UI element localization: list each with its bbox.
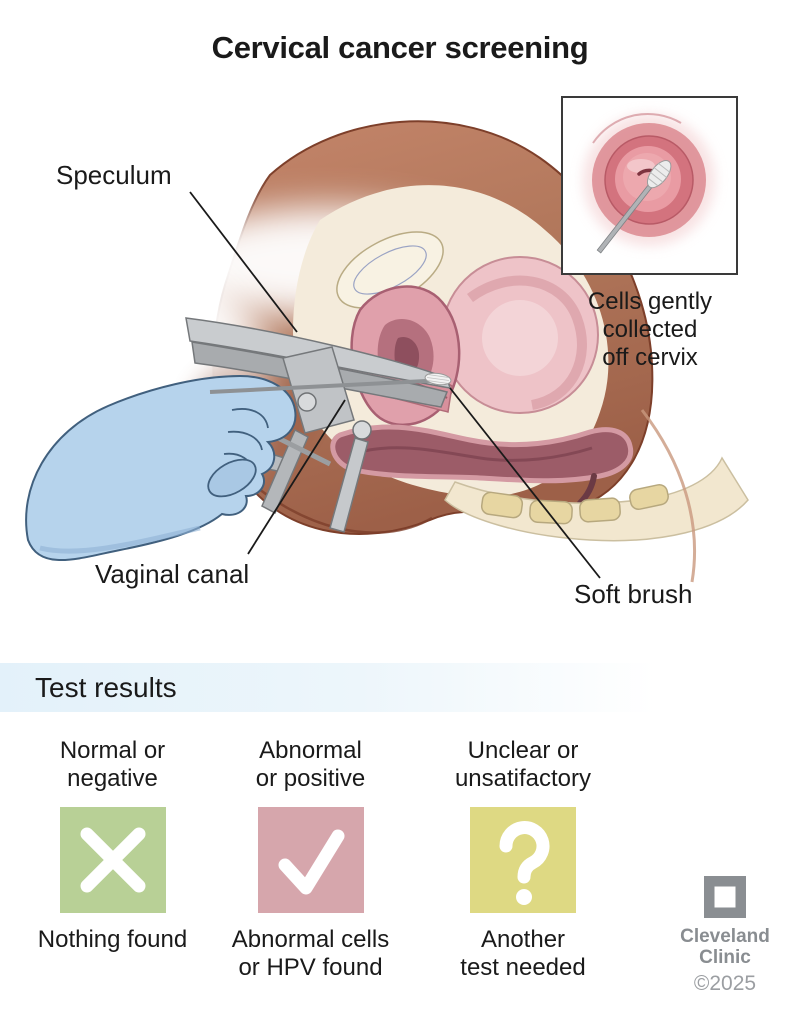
result-column-unclear: Unclear or unsatifactory Another test ne…	[420, 737, 626, 982]
gloved-hand	[25, 372, 452, 562]
copyright-text: ©2025	[693, 972, 757, 995]
page-title: Cervical cancer screening	[211, 30, 589, 65]
rectum	[330, 424, 634, 506]
question-mark-icon	[499, 821, 550, 905]
x-mark-icon	[80, 827, 145, 893]
result-caption: Another test needed	[460, 926, 586, 981]
sacrum-spine	[444, 456, 749, 542]
result-caption: Nothing found	[37, 926, 188, 953]
vaginal-canal-label: Vaginal canal	[95, 559, 250, 589]
brand-name: Cleveland Clinic	[680, 926, 770, 968]
test-results-heading: Test results	[35, 672, 177, 703]
inset-caption-line: Cells gently	[587, 288, 713, 315]
check-mark-icon	[278, 829, 344, 895]
pubic-bone	[336, 231, 444, 309]
cervix-inset-box	[561, 96, 738, 275]
normal-result-box	[59, 807, 166, 913]
cleveland-clinic-logo-icon	[704, 876, 746, 918]
anatomy-illustration	[0, 120, 800, 640]
result-caption: Abnormal cells or HPV found	[231, 926, 390, 981]
test-results-band: Test results	[0, 663, 800, 712]
result-title: Normal or negative	[59, 737, 166, 792]
unclear-result-box	[470, 807, 576, 913]
abnormal-result-box	[257, 807, 364, 913]
cervix-closeup	[583, 112, 715, 254]
inset-caption: Cells gently collected off cervix	[555, 288, 745, 372]
inset-brush	[596, 160, 672, 254]
back-contour	[640, 409, 696, 583]
result-title: Abnormal or positive	[255, 737, 366, 792]
result-title: Unclear or unsatifactory	[454, 737, 592, 792]
soft-brush-tip	[424, 372, 452, 386]
result-column-abnormal: Abnormal or positive Abnormal cells or H…	[213, 737, 408, 982]
brush-handle	[209, 378, 447, 394]
result-column-normal: Normal or negative Nothing found	[15, 737, 210, 954]
inset-caption-line: off cervix	[602, 344, 698, 371]
soft-brush-label: Soft brush	[574, 579, 693, 609]
inset-caption-line: collected	[602, 316, 698, 343]
speculum-label: Speculum	[56, 160, 172, 190]
leader-lines	[189, 191, 601, 579]
footer-brand: Cleveland Clinic ©2025	[655, 876, 795, 996]
